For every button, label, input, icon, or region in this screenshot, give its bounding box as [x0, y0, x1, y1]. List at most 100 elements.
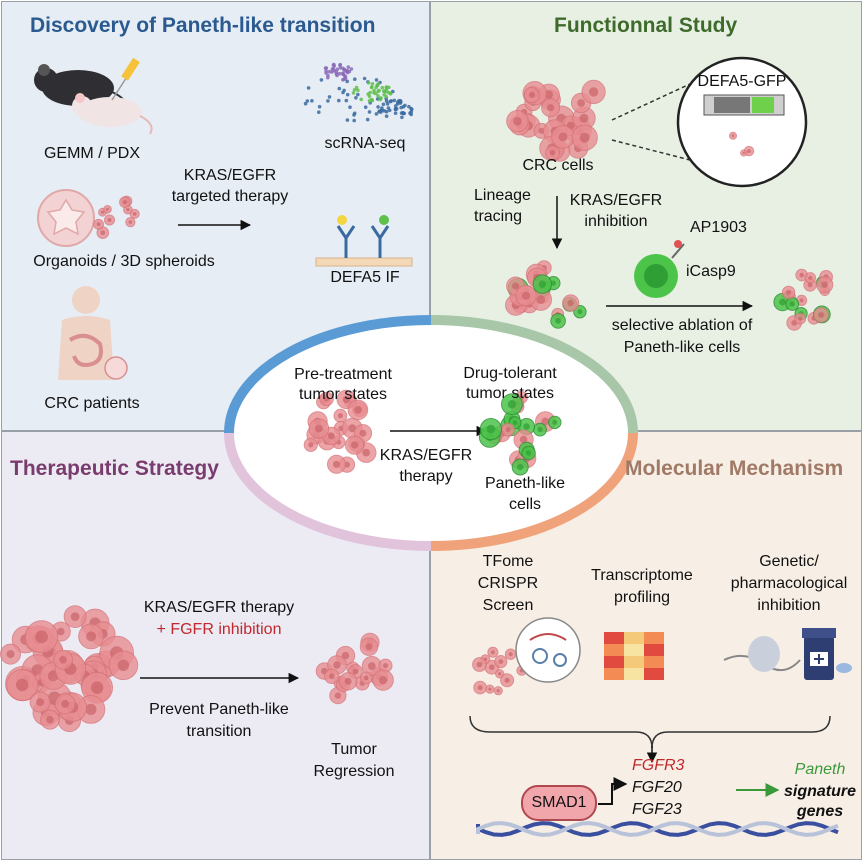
drug-tolerant-label-1: Drug-tolerant — [463, 365, 557, 382]
umap-point — [353, 77, 357, 81]
cell-nucleus — [327, 432, 335, 440]
umap-point — [327, 95, 332, 99]
convergence-brace — [469, 715, 831, 749]
cell-nucleus — [552, 419, 558, 425]
heatmap-cell — [604, 632, 624, 644]
tfome-label-3: Screen — [482, 597, 534, 614]
therapy-label-1: KRAS/EGFR — [183, 167, 277, 184]
cell-nucleus — [779, 298, 786, 306]
mouse-icon — [34, 64, 153, 135]
heatmap-cell — [624, 632, 644, 644]
umap-point — [341, 78, 345, 82]
umap-point — [323, 66, 328, 70]
cell-nucleus — [117, 659, 130, 671]
cell-nucleus — [341, 651, 350, 660]
cell-nucleus — [508, 652, 513, 657]
dna-inhibition-icon — [723, 636, 801, 672]
cell-nucleus — [807, 282, 813, 288]
heatmap-cell — [644, 656, 664, 668]
center-ellipse — [229, 320, 633, 546]
cell-nucleus — [507, 400, 517, 409]
cell-nucleus — [106, 207, 109, 211]
cell-nucleus — [538, 280, 546, 288]
umap-point — [370, 98, 375, 103]
transcriptome-label-2: profiling — [613, 589, 671, 606]
umap-point — [403, 103, 407, 108]
dna-helix — [476, 821, 839, 837]
signature-label-2: genes — [796, 803, 844, 820]
cell-nucleus — [342, 395, 350, 404]
umap-point — [349, 67, 354, 71]
umap-point — [376, 94, 380, 98]
cell-nucleus — [577, 99, 585, 107]
transcriptome-heatmap — [604, 632, 664, 680]
crispr-zoom-circle — [515, 617, 581, 683]
cell-nucleus — [488, 687, 492, 691]
fgf23-label: FGF23 — [632, 801, 682, 818]
umap-point — [341, 71, 345, 76]
molecular-title: Molecular Mechanism — [625, 457, 844, 480]
paneth-cells-label-1: Paneth-like — [484, 475, 566, 492]
therapy-label-2: targeted therapy — [171, 188, 289, 205]
cell-nucleus — [538, 127, 545, 134]
cell-nucleus — [521, 291, 531, 300]
umap-point — [346, 65, 351, 69]
scrna-umap-plot — [303, 62, 414, 123]
large-tumor-cluster — [0, 605, 139, 733]
cell-nucleus — [90, 681, 104, 694]
umap-point — [381, 102, 386, 107]
cell-nucleus — [122, 200, 127, 205]
cell-nucleus — [107, 218, 112, 222]
umap-point — [334, 72, 339, 76]
signature-label-1: signature — [783, 783, 856, 800]
umap-point — [400, 115, 404, 120]
cell-nucleus — [789, 301, 795, 307]
cell-nucleus — [100, 210, 105, 214]
umap-point — [393, 111, 398, 115]
cell-nucleus — [786, 289, 792, 295]
transcriptome-label-1: Transcriptome — [591, 567, 693, 584]
zoom-circle — [676, 56, 808, 188]
umap-point — [337, 71, 342, 76]
drug-bottle-icon — [802, 628, 852, 680]
ring-discovery-arc — [224, 315, 432, 434]
antibody-staining-icon — [315, 215, 413, 267]
umap-point — [354, 85, 359, 90]
umap-point — [303, 101, 308, 106]
pre-treatment-label-1: Pre-treatment — [294, 366, 392, 383]
umap-point — [317, 104, 322, 109]
cell-nucleus — [547, 104, 555, 112]
cell-nucleus — [328, 673, 335, 680]
umap-point — [391, 89, 395, 94]
cell-nucleus — [61, 699, 70, 708]
fgfr3-label: FGFR3 — [632, 757, 685, 774]
umap-point — [319, 78, 324, 82]
organoids-label: Organoids / 3D spheroids — [33, 253, 215, 270]
umap-point — [351, 91, 356, 95]
smad1-label: SMAD1 — [531, 794, 587, 811]
umap-point — [345, 68, 349, 73]
umap-point — [380, 85, 385, 90]
ablation-label-1: selective ablation of — [611, 317, 753, 334]
umap-point — [317, 110, 321, 114]
cell-nucleus — [334, 692, 342, 699]
cell-nucleus — [505, 427, 511, 433]
umap-point — [374, 112, 379, 116]
cell-nucleus — [567, 299, 574, 307]
umap-point — [383, 89, 388, 93]
umap-point — [352, 88, 357, 92]
crc-cells-cluster — [506, 79, 606, 162]
umap-point — [382, 93, 387, 97]
umap-point — [331, 63, 336, 67]
umap-point — [338, 62, 343, 67]
umap-point — [341, 90, 345, 95]
zoom-line-bottom — [611, 139, 691, 161]
cell-nucleus — [579, 132, 590, 143]
cell-nucleus — [323, 396, 330, 402]
cell-nucleus — [477, 685, 483, 691]
cell-nucleus — [588, 87, 599, 97]
cell-nucleus — [818, 312, 824, 318]
umap-point — [382, 109, 387, 113]
center-therapy-label-2: therapy — [399, 468, 453, 485]
umap-point — [305, 99, 310, 103]
